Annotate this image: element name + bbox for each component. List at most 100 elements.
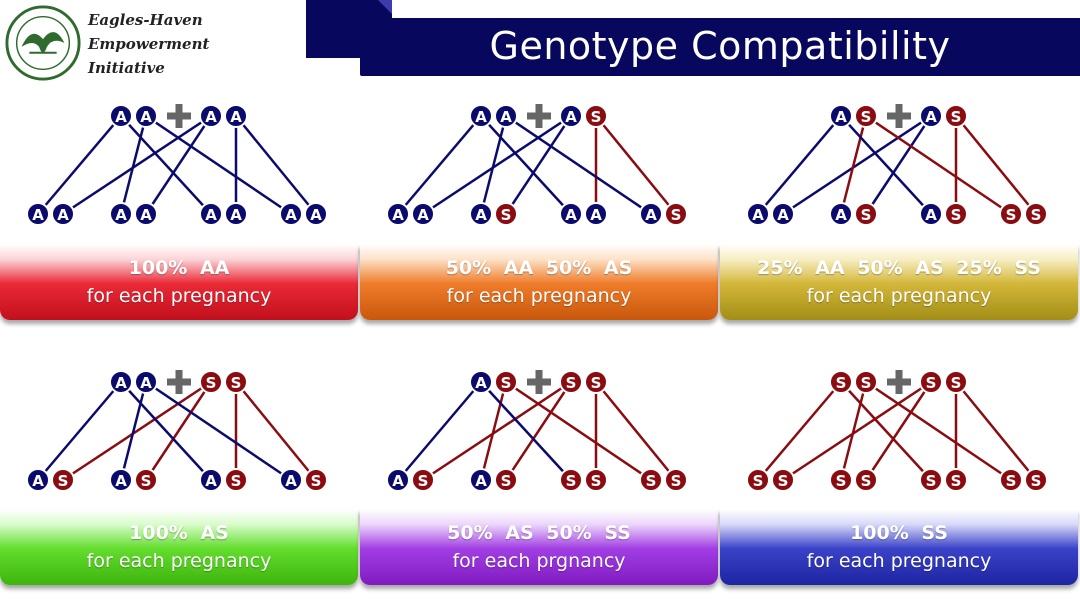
parent-allele-label: S [836, 374, 847, 392]
child-allele-label: S [311, 472, 322, 490]
child-allele: A [771, 202, 795, 226]
child-allele: S [1024, 468, 1048, 492]
child-allele: A [26, 468, 50, 492]
child-allele-label: S [591, 472, 602, 490]
plus-icon [167, 104, 191, 128]
child-allele: S [134, 468, 158, 492]
inheritance-line [505, 380, 652, 482]
inheritance-line [145, 114, 292, 216]
inheritance-line [37, 381, 122, 481]
inheritance-line [479, 115, 508, 215]
child-allele: S [854, 202, 878, 226]
child-allele-label: S [1031, 206, 1042, 224]
parent-allele: S [584, 104, 608, 128]
inheritance-line [595, 381, 677, 481]
parent-allele-label: S [951, 108, 962, 126]
parent-allele: A [199, 104, 223, 128]
inheritance-line [145, 380, 292, 482]
inheritance-line [62, 114, 212, 216]
inheritance-line [397, 381, 482, 481]
child-allele-label: A [140, 206, 152, 224]
child-allele: A [386, 468, 410, 492]
inheritance-line [504, 115, 573, 215]
parent-allele-label: S [951, 374, 962, 392]
result-percentage: 100% AS [129, 522, 229, 544]
result-percentage: 100% SS [850, 522, 948, 544]
child-allele: S [664, 202, 688, 226]
parent-allele: A [829, 104, 853, 128]
child-allele: S [919, 468, 943, 492]
parent-allele-label: A [500, 108, 512, 126]
child-allele: A [279, 468, 303, 492]
child-allele: A [584, 202, 608, 226]
child-allele-label: S [1006, 206, 1017, 224]
inheritance-line [37, 115, 122, 215]
inheritance-line [955, 115, 1037, 215]
inheritance-line [480, 381, 572, 481]
parent-allele: S [584, 370, 608, 394]
plus-icon [887, 104, 911, 128]
inheritance-line [757, 115, 842, 215]
child-allele-label: A [310, 206, 322, 224]
parent-allele-label: A [230, 108, 242, 126]
inheritance-line [782, 380, 932, 482]
child-allele-label: S [1006, 472, 1017, 490]
parent-allele: A [134, 104, 158, 128]
inheritance-line [480, 115, 572, 215]
child-allele: S [1024, 202, 1048, 226]
parent-allele: S [944, 370, 968, 394]
inheritance-line [144, 115, 213, 215]
parent-allele: A [919, 104, 943, 128]
inheritance-line [840, 115, 932, 215]
child-allele-label: A [230, 206, 242, 224]
inheritance-line [235, 381, 317, 481]
eagle-seal-icon [5, 5, 81, 81]
child-allele-label: A [115, 206, 127, 224]
parent-allele-label: A [115, 108, 127, 126]
parent-allele: A [469, 370, 493, 394]
child-allele: S [584, 468, 608, 492]
child-allele: S [494, 468, 518, 492]
child-allele-label: A [835, 206, 847, 224]
child-allele-label: A [205, 472, 217, 490]
inheritance-line [865, 114, 1012, 216]
inheritance-line [757, 381, 842, 481]
parent-allele-label: A [115, 374, 127, 392]
child-allele: A [279, 202, 303, 226]
parent-allele: A [109, 104, 133, 128]
parent-allele-label: S [861, 374, 872, 392]
parent-allele-label: A [925, 108, 937, 126]
inheritance-line [864, 381, 933, 481]
inheritance-line [839, 115, 868, 215]
child-allele: A [224, 202, 248, 226]
child-allele-label: S [671, 472, 682, 490]
plus-icon [167, 370, 191, 394]
parent-allele-label: S [206, 374, 217, 392]
inheritance-line [864, 115, 933, 215]
result-subtitle: for each prgnancy [452, 550, 626, 572]
parent-allele: S [854, 370, 878, 394]
parent-allele: S [829, 370, 853, 394]
parent-allele-label: A [205, 108, 217, 126]
child-allele: S [771, 468, 795, 492]
result-percentage: 100% AA [128, 257, 230, 279]
parent-allele: S [199, 370, 223, 394]
child-allele-label: S [778, 472, 789, 490]
child-allele-label: S [141, 472, 152, 490]
child-allele-label: S [836, 472, 847, 490]
child-allele: A [386, 202, 410, 226]
child-allele-label: A [32, 206, 44, 224]
inheritance-line [397, 115, 482, 215]
inheritance-line [955, 381, 1037, 481]
parent-allele-label: A [565, 108, 577, 126]
child-allele: S [944, 468, 968, 492]
title-bar [360, 18, 1080, 76]
parent-allele-label: A [475, 374, 487, 392]
child-allele: S [829, 468, 853, 492]
inheritance-line [595, 115, 677, 215]
child-allele-label: A [32, 472, 44, 490]
parent-allele: S [854, 104, 878, 128]
